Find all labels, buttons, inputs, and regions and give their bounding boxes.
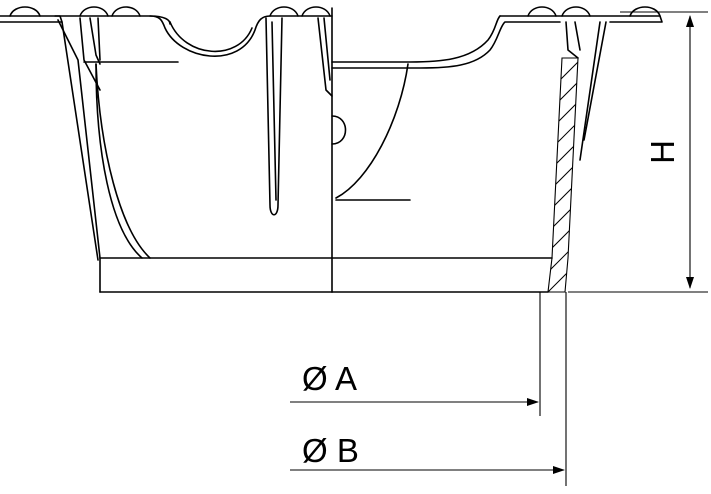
bolt-bump xyxy=(301,6,331,17)
bolt-bump xyxy=(527,6,557,17)
bolt-bump xyxy=(9,6,41,17)
diameter-b-label: Ø B xyxy=(302,432,359,469)
bolt-bump xyxy=(629,6,661,17)
bolt-bump xyxy=(79,6,109,17)
height-label: H xyxy=(644,140,681,164)
bolt-bump xyxy=(561,6,591,17)
flange-left-top xyxy=(54,15,171,25)
flange-left xyxy=(0,15,63,23)
dimension-lines xyxy=(290,11,708,486)
section-view xyxy=(331,6,663,293)
bolt-bump xyxy=(111,6,141,17)
exterior-view xyxy=(0,6,333,293)
diameter-a-label: Ø A xyxy=(302,360,357,397)
bolt-bump xyxy=(269,6,299,17)
